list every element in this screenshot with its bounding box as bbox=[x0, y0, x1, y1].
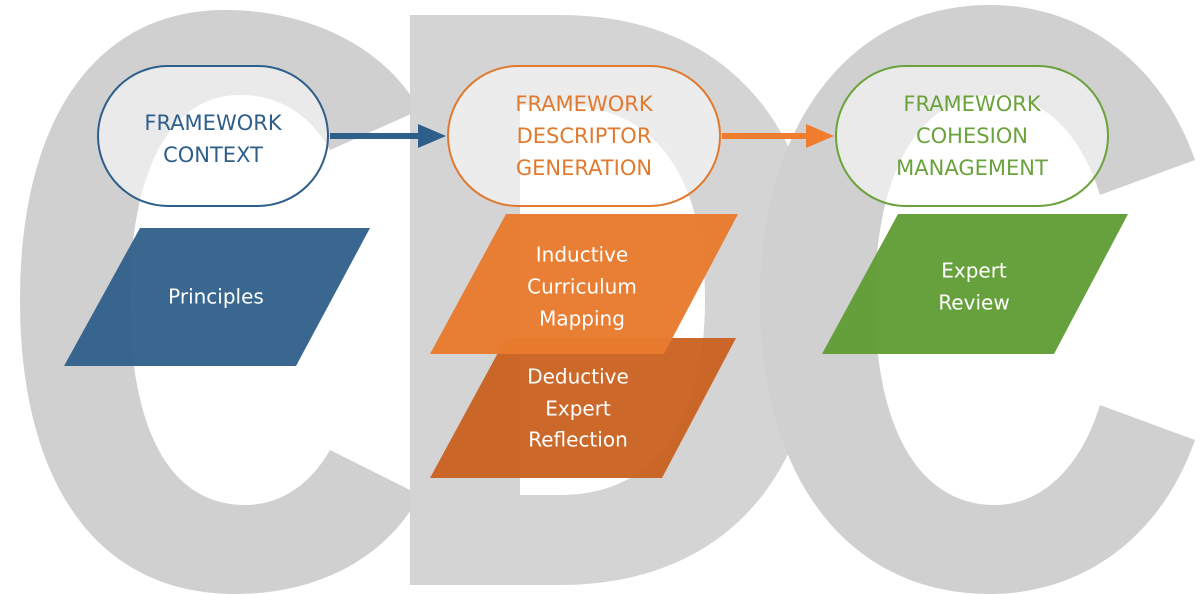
block-inductive-line-1: Inductive bbox=[536, 243, 628, 267]
stage-descriptor-outline bbox=[447, 65, 721, 207]
stage-context-title-line-2: CONTEXT bbox=[163, 143, 263, 167]
stage-descriptor-title-line-2: DESCRIPTOR bbox=[517, 124, 652, 148]
block-deductive-shape bbox=[430, 338, 736, 478]
block-inductive-shape bbox=[430, 214, 738, 354]
stage-descriptor-title-line-3: GENERATION bbox=[516, 156, 652, 180]
block-principles-shape bbox=[64, 228, 370, 366]
stage-descriptor-title-line-1: FRAMEWORK bbox=[515, 92, 653, 116]
block-expert-review-line-1: Expert bbox=[941, 259, 1007, 283]
stage-context-outline bbox=[97, 65, 329, 207]
arrow-head bbox=[806, 124, 834, 148]
stage-cohesion-title-line-2: COHESION bbox=[916, 124, 1028, 148]
block-inductive-line-3: Mapping bbox=[539, 307, 625, 331]
block-principles: Principles bbox=[64, 228, 370, 366]
block-deductive-line-3: Reflection bbox=[528, 428, 628, 452]
block-expert-review-line-2: Review bbox=[938, 291, 1009, 315]
block-deductive: Deductive Expert Reflection bbox=[430, 338, 736, 478]
block-expert-review-shape bbox=[822, 214, 1128, 354]
arrow-head bbox=[418, 124, 446, 148]
stage-cohesion-title-line-3: MANAGEMENT bbox=[896, 156, 1048, 180]
arrow-descriptor-to-cohesion bbox=[722, 124, 834, 148]
stage-cohesion: FRAMEWORK COHESION MANAGEMENT bbox=[835, 65, 1109, 207]
block-deductive-line-1: Deductive bbox=[527, 365, 629, 389]
block-expert-review: Expert Review bbox=[822, 214, 1128, 354]
stage-context-title-line-1: FRAMEWORK bbox=[144, 111, 282, 135]
stage-cohesion-title-line-1: FRAMEWORK bbox=[903, 92, 1041, 116]
block-principles-label: Principles bbox=[168, 285, 264, 309]
block-deductive-line-2: Expert bbox=[545, 397, 611, 421]
stage-context: FRAMEWORK CONTEXT bbox=[97, 65, 329, 207]
arrow-context-to-descriptor bbox=[330, 124, 446, 148]
stage-descriptor: FRAMEWORK DESCRIPTOR GENERATION bbox=[447, 65, 721, 207]
stage-cohesion-outline bbox=[835, 65, 1109, 207]
block-inductive: Inductive Curriculum Mapping bbox=[430, 214, 738, 354]
block-inductive-line-2: Curriculum bbox=[527, 275, 637, 299]
